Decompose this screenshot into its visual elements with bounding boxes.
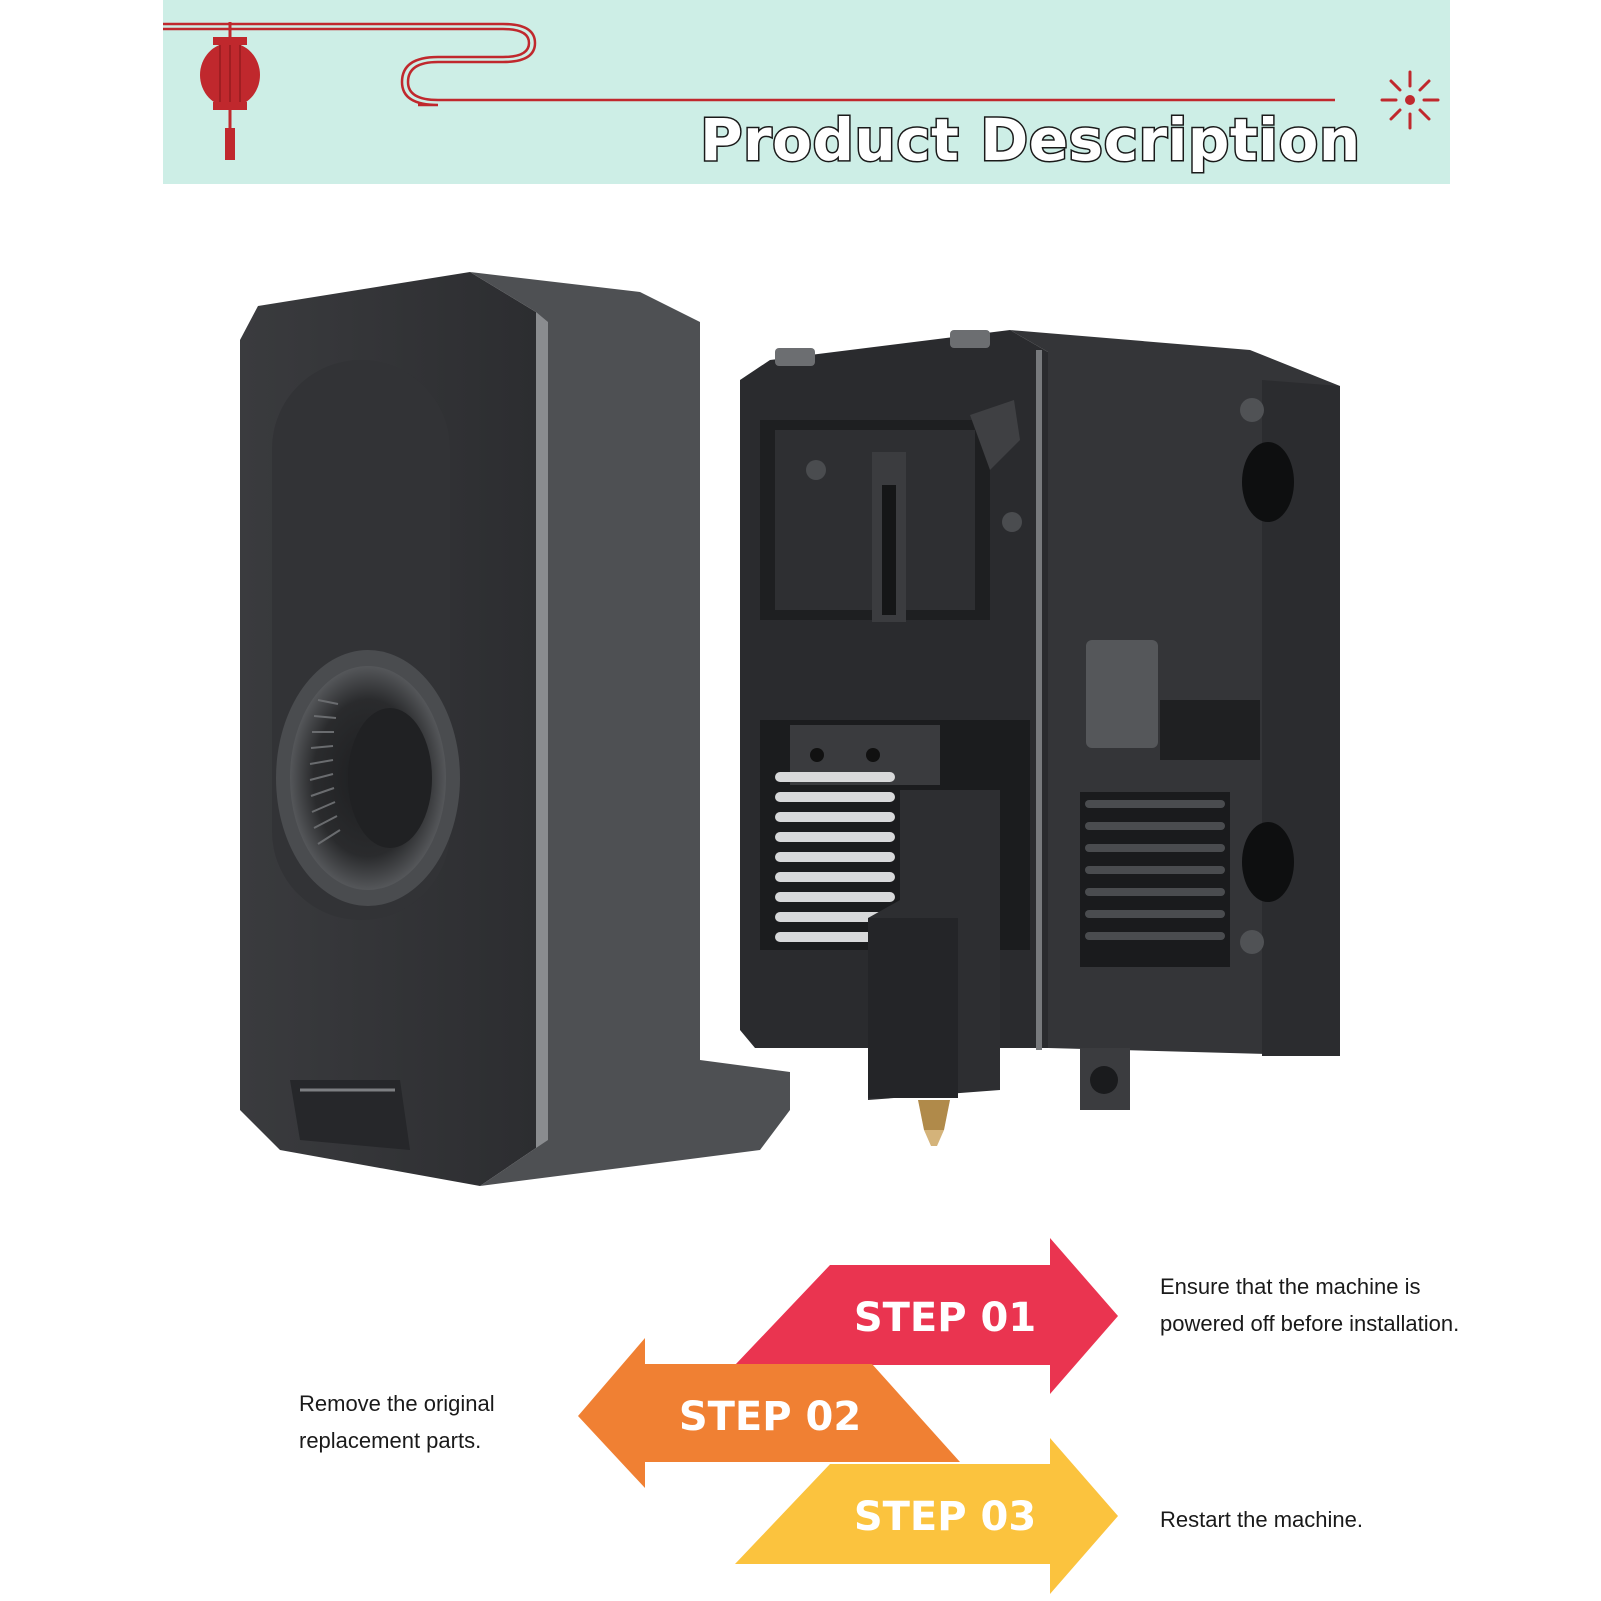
- banner-decoration: [163, 22, 1440, 160]
- step-01-description: Ensure that the machine is powered off b…: [1160, 1268, 1459, 1342]
- step-01-desc-line-2: powered off before installation.: [1160, 1311, 1460, 1336]
- step-01-arrow: STEP 01: [735, 1238, 1118, 1394]
- step-03-description: Restart the machine.: [1160, 1501, 1363, 1538]
- step-01-desc-line-1: Ensure that the machine is: [1160, 1274, 1421, 1299]
- fan-cover: [240, 272, 790, 1186]
- lantern-icon: [200, 22, 260, 160]
- step-03-label: STEP 03: [854, 1494, 1036, 1540]
- step-02-arrow-shape: [578, 1338, 960, 1488]
- step-01-label: STEP 01: [854, 1295, 1036, 1341]
- cloud-swirl-icon: [163, 22, 1335, 107]
- step-02-description: Remove the original replacement parts.: [299, 1385, 495, 1459]
- step-01-arrow-shape: [735, 1238, 1118, 1394]
- step-02-desc-line-1: Remove the original: [299, 1391, 495, 1416]
- extruder-body: [740, 330, 1340, 1146]
- header-banner: [163, 0, 1450, 184]
- step-03-arrow: STEP 03: [735, 1438, 1118, 1594]
- page-title: Product Description: [699, 105, 1362, 176]
- step-03-arrow-shape: [735, 1438, 1118, 1594]
- step-02-arrow: STEP 02: [578, 1338, 960, 1488]
- step-03-desc-line-1: Restart the machine.: [1160, 1507, 1363, 1532]
- step-02-desc-line-2: replacement parts.: [299, 1428, 482, 1453]
- firework-icon: [1380, 70, 1440, 130]
- step-02-label: STEP 02: [679, 1394, 861, 1440]
